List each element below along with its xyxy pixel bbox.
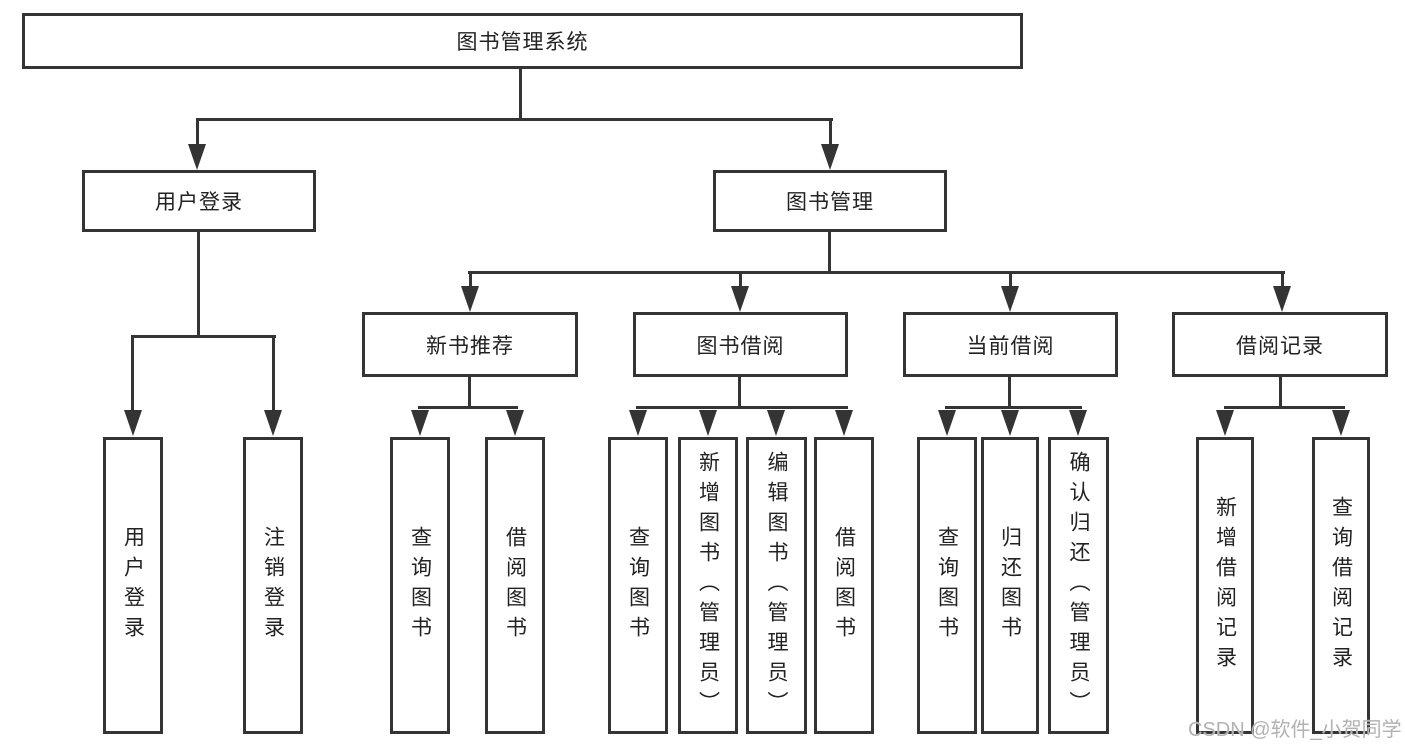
arrowhead-down-icon (629, 410, 647, 436)
leaf-edit-books-admin: 编辑图书（管理员） (746, 437, 807, 734)
connector-root-right-shaft (829, 118, 832, 146)
leaf-label: 新增借阅记录 (1213, 495, 1237, 676)
connector-bookmgmt-shaft (469, 271, 472, 288)
arrowhead-down-icon (821, 144, 839, 170)
node-root-library-management-system: 图书管理系统 (22, 13, 1023, 69)
arrowhead-down-icon (1001, 286, 1019, 312)
leaf-query-books-recommend: 查询图书 (390, 437, 450, 734)
arrowhead-down-icon (1069, 410, 1087, 436)
node-book-management: 图书管理 (713, 170, 947, 232)
leaf-query-books-borrowing: 查询图书 (608, 437, 668, 734)
leaf-label: 编辑图书（管理员） (765, 450, 788, 721)
node-new-book-recommendation: 新书推荐 (362, 312, 578, 377)
arrowhead-down-icon (506, 410, 524, 436)
node-label: 用户登录 (155, 191, 243, 214)
connector-records-vline (1279, 377, 1282, 408)
leaf-return-books: 归还图书 (981, 437, 1039, 734)
connector-current-hline (945, 406, 1082, 409)
leaf-add-books-admin: 新增图书（管理员） (678, 437, 738, 734)
node-label: 新书推荐 (426, 334, 514, 358)
connector-bookmgmt-shaft (1281, 271, 1284, 288)
leaf-logout: 注销登录 (243, 437, 303, 734)
node-label: 当前借阅 (966, 334, 1055, 358)
node-label: 图书借阅 (696, 334, 785, 358)
arrowhead-down-icon (1216, 410, 1234, 436)
leaf-add-borrowing-record: 新增借阅记录 (1196, 437, 1254, 734)
arrowhead-down-icon (1273, 286, 1291, 312)
leaf-label: 注销登录 (261, 525, 285, 646)
arrowhead-down-icon (461, 286, 479, 312)
arrowhead-down-icon (1001, 410, 1019, 436)
leaf-label: 查询图书 (626, 525, 650, 646)
connector-borrow-hline (636, 406, 848, 409)
connector-bookmgmt-hline (468, 271, 1285, 274)
node-label: 图书管理 (786, 191, 874, 214)
leaf-borrow-books-recommend: 借阅图书 (485, 437, 545, 734)
leaf-query-borrowing-record: 查询借阅记录 (1312, 437, 1370, 734)
connector-current-vline (1008, 377, 1011, 408)
leaf-query-books-current: 查询图书 (917, 437, 977, 734)
connector-userlogin-vline (197, 232, 200, 336)
leaf-borrow-books: 借阅图书 (814, 437, 874, 734)
leaf-label: 新增图书（管理员） (696, 450, 720, 721)
arrowhead-down-icon (264, 410, 282, 436)
node-user-login: 用户登录 (82, 170, 316, 232)
connector-root-hline (196, 118, 833, 121)
connector-records-hline (1224, 406, 1345, 409)
csdn-watermark: CSDN @软件_小贺同学 (1188, 719, 1402, 741)
arrowhead-down-icon (1332, 410, 1350, 436)
leaf-user-login: 用户登录 (103, 437, 163, 734)
leaf-confirm-return-admin: 确认归还（管理员） (1048, 437, 1109, 734)
leaf-label: 归还图书 (998, 525, 1022, 646)
connector-bookmgmt-shaft (739, 271, 742, 288)
connector-borrow-vline (738, 377, 741, 408)
connector-newbook-hline (418, 406, 518, 409)
connector-userlogin-right-shaft (272, 335, 275, 413)
node-borrowing-records: 借阅记录 (1172, 312, 1388, 377)
connector-userlogin-hline (131, 335, 276, 338)
node-label: 图书管理系统 (456, 31, 589, 54)
leaf-label: 借阅图书 (832, 525, 856, 646)
connector-bookmgmt-shaft (1009, 271, 1012, 288)
connector-newbook-vline (468, 377, 471, 408)
connector-bookmgmt-vline (828, 232, 831, 272)
leaf-label: 查询图书 (408, 525, 432, 646)
connector-root-vline (519, 69, 522, 119)
leaf-label: 查询图书 (935, 525, 959, 646)
node-label: 借阅记录 (1236, 334, 1324, 358)
leaf-label: 查询借阅记录 (1329, 495, 1353, 676)
arrowhead-down-icon (731, 286, 749, 312)
leaf-label: 用户登录 (121, 525, 145, 646)
leaf-label: 确认归还（管理员） (1067, 450, 1090, 721)
node-current-borrowing: 当前借阅 (903, 312, 1118, 377)
arrowhead-down-icon (188, 144, 206, 170)
arrowhead-down-icon (411, 410, 429, 436)
arrowhead-down-icon (767, 410, 785, 436)
arrowhead-down-icon (835, 410, 853, 436)
node-book-borrowing: 图书借阅 (633, 312, 848, 377)
leaf-label: 借阅图书 (503, 525, 527, 646)
arrowhead-down-icon (938, 410, 956, 436)
arrowhead-down-icon (699, 410, 717, 436)
arrowhead-down-icon (124, 410, 142, 436)
connector-userlogin-left-shaft (131, 335, 134, 413)
connector-root-left-shaft (196, 118, 199, 146)
